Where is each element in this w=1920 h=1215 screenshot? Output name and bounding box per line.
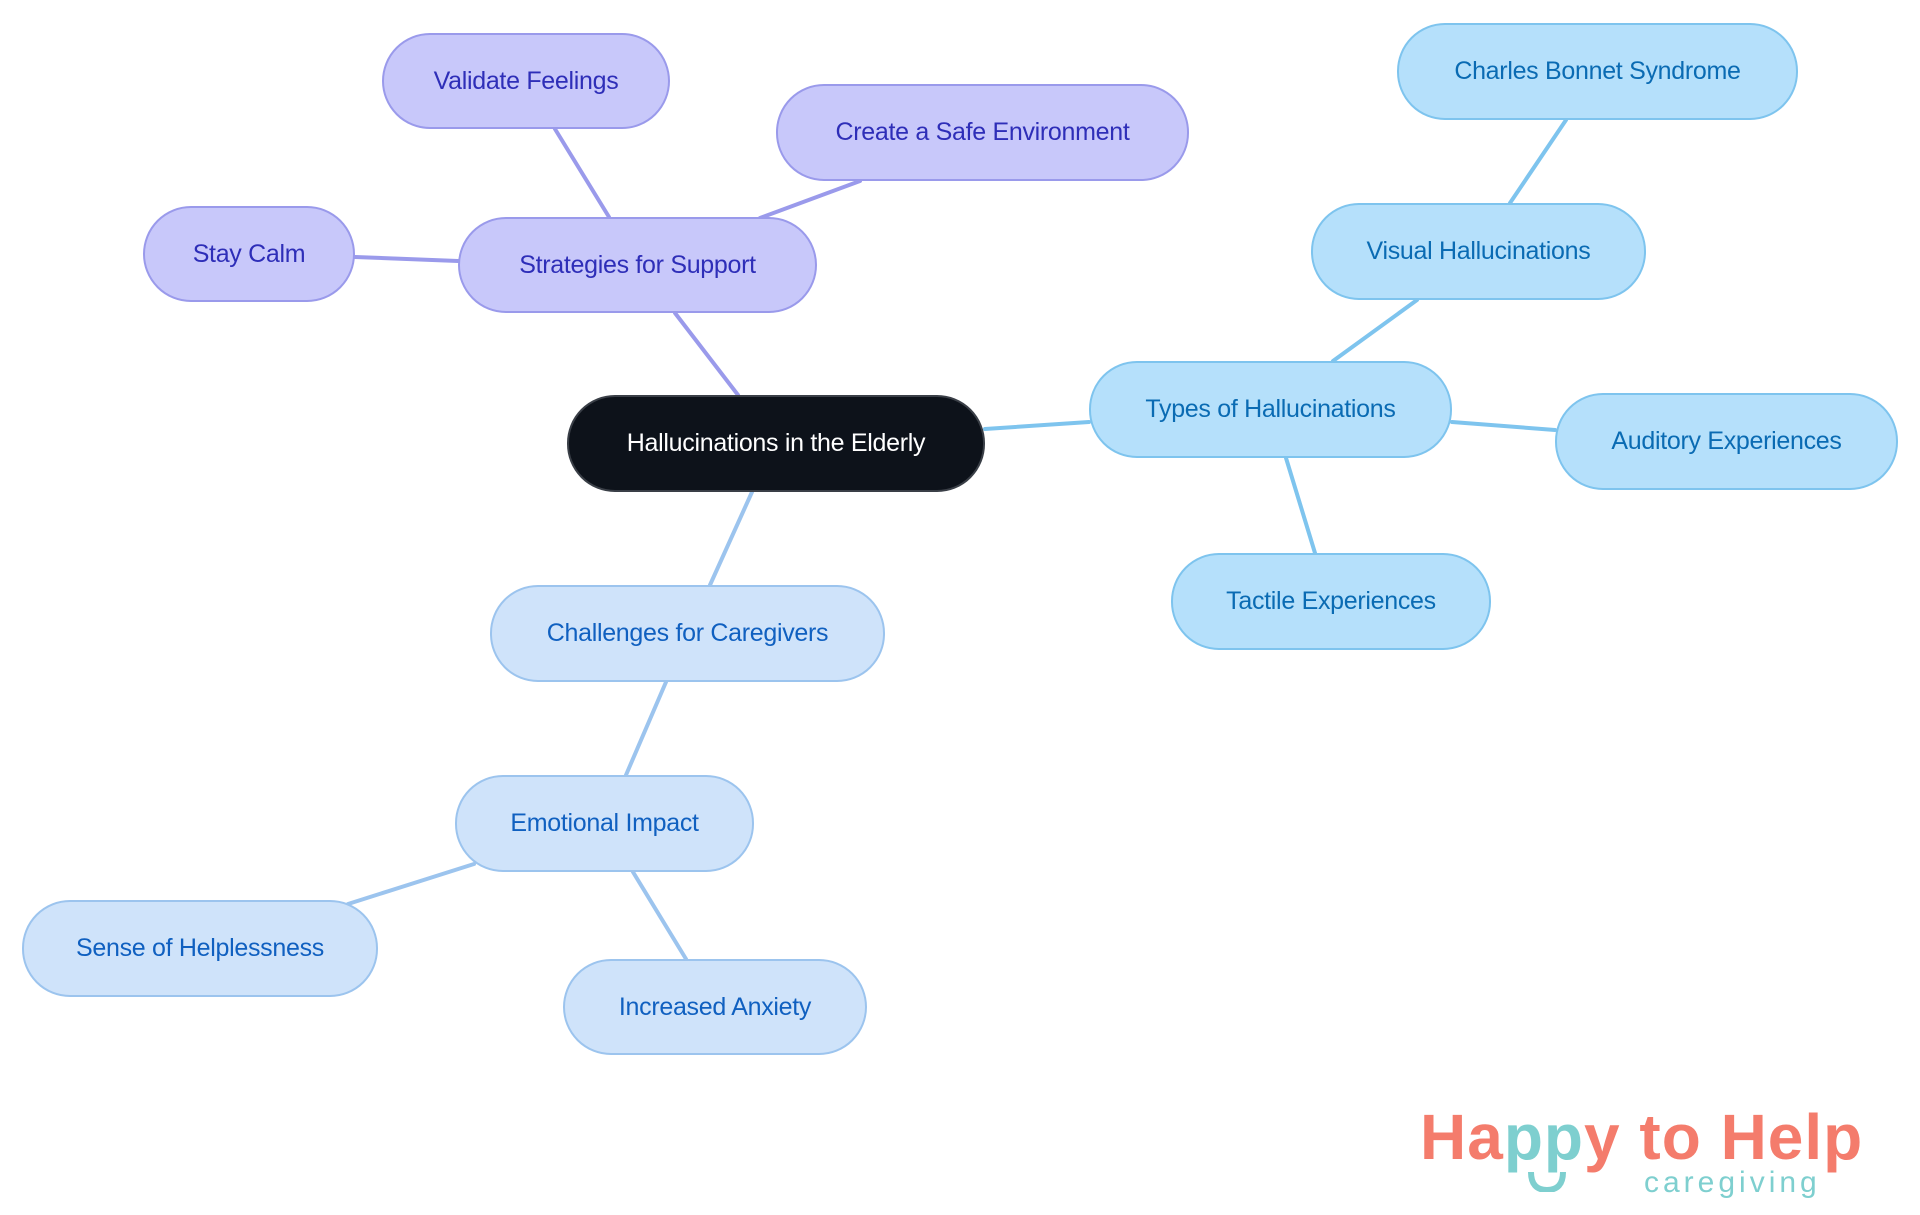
node-visual-hallucinations[interactable]: Visual Hallucinations: [1311, 203, 1646, 300]
node-stay-calm[interactable]: Stay Calm: [143, 206, 355, 302]
node-charles-bonnet-syndrome[interactable]: Charles Bonnet Syndrome: [1397, 23, 1798, 120]
node-label: Sense of Helplessness: [75, 934, 324, 962]
node-types-of-hallucinations[interactable]: Types of Hallucinations: [1089, 361, 1452, 458]
node-label: Validate Feelings: [433, 66, 619, 95]
edge-emotional-anxiety: [631, 870, 688, 961]
node-label: Strategies for Support: [519, 250, 756, 279]
node-label: Charles Bonnet Syndrome: [1454, 57, 1741, 85]
node-create-safe-environment[interactable]: Create a Safe Environment: [776, 84, 1189, 181]
node-strategies-for-support[interactable]: Strategies for Support: [458, 217, 817, 313]
root-label: Hallucinations in the Elderly: [626, 429, 926, 457]
node-validate-feelings[interactable]: Validate Feelings: [382, 33, 670, 129]
edge-types-auditory: [1450, 420, 1557, 432]
edge-types-visual: [1331, 298, 1419, 363]
edge-root-challenges: [708, 490, 754, 587]
node-label: Increased Anxiety: [618, 992, 812, 1021]
edge-challenges-emotional: [624, 680, 668, 777]
root-node[interactable]: Hallucinations in the Elderly: [567, 395, 985, 492]
node-label: Types of Hallucinations: [1145, 395, 1396, 423]
node-label: Create a Safe Environment: [835, 118, 1130, 146]
edge-emotional-sense: [346, 862, 476, 906]
logo-wordmark: Happy to Help: [1420, 1100, 1863, 1174]
node-challenges-for-caregivers[interactable]: Challenges for Caregivers: [490, 585, 885, 682]
edge-root-types: [983, 420, 1091, 431]
edge-visual-charles: [1508, 118, 1568, 205]
node-label: Challenges for Caregivers: [546, 619, 829, 647]
node-label: Stay Calm: [192, 239, 306, 268]
edge-types-tactile: [1284, 456, 1317, 555]
logo-text-rest: y to Help: [1584, 1101, 1864, 1173]
edge-root-strategies: [673, 311, 740, 397]
edge-strategies-validate: [553, 127, 611, 219]
edge-strategies-calm: [353, 255, 460, 263]
node-sense-of-helplessness[interactable]: Sense of Helplessness: [22, 900, 378, 997]
happy-to-help-logo: Happy to Help caregiving: [1420, 1100, 1880, 1200]
logo-text-pp: pp: [1503, 1101, 1584, 1173]
node-increased-anxiety[interactable]: Increased Anxiety: [563, 959, 867, 1055]
node-label: Tactile Experiences: [1226, 587, 1436, 615]
logo-tagline: caregiving: [1644, 1166, 1821, 1199]
node-label: Auditory Experiences: [1611, 427, 1842, 455]
logo-text-ha: Ha: [1420, 1101, 1504, 1173]
node-label: Emotional Impact: [510, 809, 699, 837]
edge-strategies-safe: [758, 179, 862, 220]
node-emotional-impact[interactable]: Emotional Impact: [455, 775, 754, 872]
node-label: Visual Hallucinations: [1366, 237, 1591, 265]
smile-icon: [1528, 1171, 1566, 1192]
node-auditory-experiences[interactable]: Auditory Experiences: [1555, 393, 1898, 490]
node-tactile-experiences[interactable]: Tactile Experiences: [1171, 553, 1491, 650]
